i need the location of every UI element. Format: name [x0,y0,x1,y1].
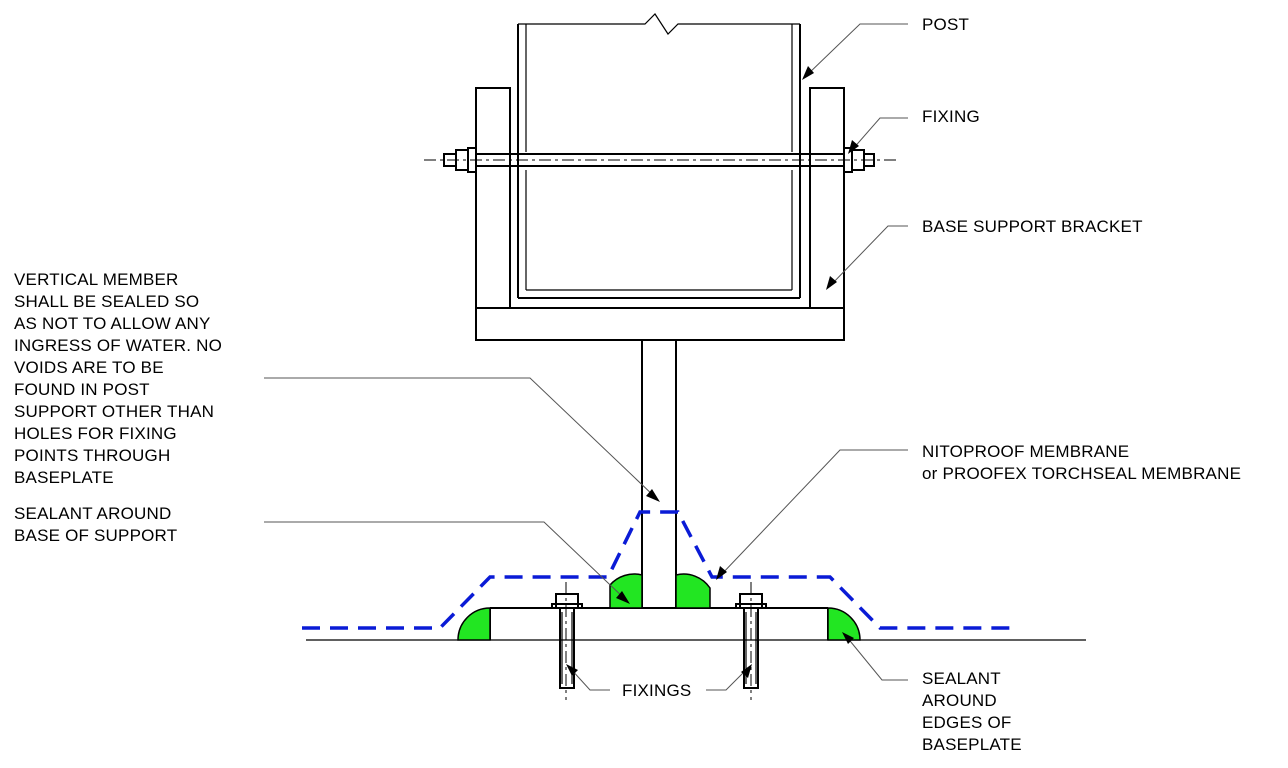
label-fixings: FIXINGS [622,681,691,700]
sealant-edge-right [827,607,861,641]
sealant-base-line: SEALANT AROUND [14,504,171,523]
leader-membrane [716,449,908,580]
sealant-edge-left [457,607,491,641]
baseplate [489,607,829,640]
leader-vertical-member [264,377,660,502]
through-bolt [424,147,896,173]
anchor-bolt-left [551,582,583,700]
sealant-base-line: BASE OF SUPPORT [14,526,177,545]
sealant-edges-line: EDGES OF [922,713,1011,732]
post [517,13,801,299]
anchor-bolt-right [735,582,767,700]
note-line: POINTS THROUGH [14,446,170,465]
label-post: POST [922,15,969,34]
leader-bracket [826,225,908,290]
sealant [457,573,861,641]
sealant-base-left [609,573,643,609]
leader-sealant-edges [842,632,908,681]
sealant-edges-line: SEALANT [922,669,1001,688]
label-sealant-base: SEALANT AROUND BASE OF SUPPORT [14,504,177,545]
note-line: VOIDS ARE TO BE [14,358,164,377]
note-line: SUPPORT OTHER THAN [14,402,214,421]
leader-sealant-base [264,521,630,604]
note-line: INGRESS OF WATER. NO [14,336,222,355]
base-support-bracket [475,87,845,608]
leader-fixing [848,117,908,154]
label-sealant-edges: SEALANT AROUND EDGES OF BASEPLATE [922,669,1022,754]
sealant-edges-line: BASEPLATE [922,735,1022,754]
membrane-line: NITOPROOF MEMBRANE [922,442,1129,461]
membrane-line: or PROOFEX TORCHSEAL MEMBRANE [922,464,1241,483]
note-line: FOUND IN POST [14,380,150,399]
leader-post [802,23,908,80]
membrane [302,510,1018,630]
sealant-edges-line: AROUND [922,691,997,710]
note-line: BASEPLATE [14,468,114,487]
label-vertical-member-note: VERTICAL MEMBER SHALL BE SEALED SO AS NO… [14,270,222,487]
leader-fixings [566,664,752,691]
label-base-support-bracket: BASE SUPPORT BRACKET [922,217,1143,236]
note-line: VERTICAL MEMBER [14,270,179,289]
sealant-base-right [675,573,711,609]
note-line: HOLES FOR FIXING [14,424,177,443]
note-line: SHALL BE SEALED SO [14,292,199,311]
note-line: AS NOT TO ALLOW ANY [14,314,211,333]
label-fixing: FIXING [922,107,980,126]
label-membrane: NITOPROOF MEMBRANE or PROOFEX TORCHSEAL … [922,442,1241,483]
